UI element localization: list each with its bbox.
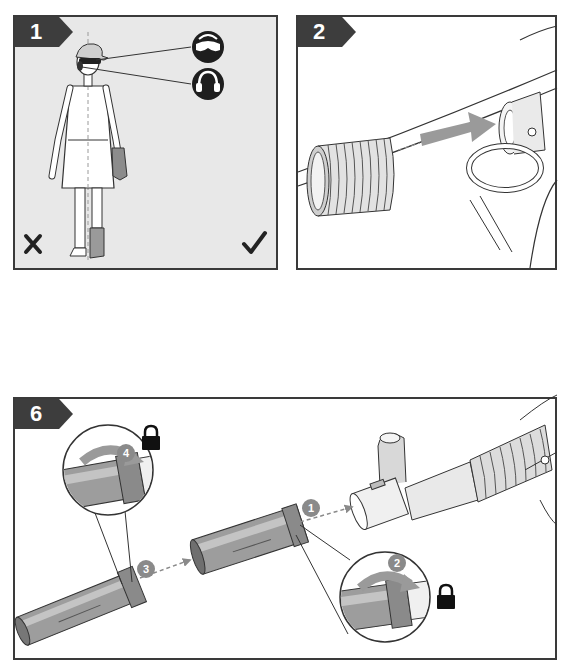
middle-tube (233, 540, 271, 552)
lock-icon (142, 436, 160, 450)
hose-fitting (528, 128, 536, 136)
callout-circle-outline (302, 499, 320, 517)
safety-figure (196, 83, 202, 92)
hose-fitting (344, 143, 347, 213)
callout-circle: 2 (388, 554, 406, 572)
blower-handle (378, 434, 406, 486)
blower-handle (541, 456, 549, 464)
blower-handle (530, 434, 536, 477)
safety-figure (214, 83, 220, 92)
safety-figure (92, 188, 102, 228)
callout-circle-outline (388, 554, 406, 572)
hose-fitting (311, 152, 325, 210)
safety-figure (77, 61, 83, 71)
safety-figure (112, 148, 127, 180)
callout-number: 3 (137, 560, 155, 578)
blower-handle (500, 447, 506, 490)
hose-fitting (336, 144, 339, 214)
blower-handle (480, 456, 486, 498)
lock-icon (437, 595, 455, 609)
blower-handle (510, 443, 516, 486)
callout-circle: 3 (137, 560, 155, 578)
callout-circle-outline (137, 560, 155, 578)
safety-figure (90, 228, 104, 258)
blower-handle (540, 429, 546, 472)
safety-figure (84, 74, 92, 86)
detail-magnifier (400, 574, 420, 592)
callout-circle: 1 (302, 499, 320, 517)
hose-fitting (360, 141, 363, 212)
safety-figure (196, 41, 220, 51)
safety-figure (68, 140, 108, 141)
safety-figure (199, 72, 217, 86)
blower-handle (520, 438, 526, 481)
safety-figure (88, 86, 89, 188)
safety-figure (192, 68, 224, 100)
callout-number: 2 (388, 554, 406, 572)
blower-handle (490, 452, 496, 494)
safety-figure (192, 31, 224, 63)
callout-circle: 4 (117, 444, 135, 462)
step-number: 2 (298, 17, 356, 47)
step-number: 1 (15, 17, 73, 47)
hose-fitting (352, 142, 355, 213)
hose-fitting (328, 139, 387, 215)
blower-handle (380, 433, 400, 443)
callout-number: 4 (117, 444, 135, 462)
callout-circle-outline (117, 444, 135, 462)
safety-figure (75, 188, 85, 248)
callout-number: 1 (302, 499, 320, 517)
hose-fitting (376, 139, 379, 211)
hose-fitting (307, 146, 329, 216)
hose-fitting (384, 139, 387, 210)
safety-figure (199, 35, 217, 39)
step-number: 6 (15, 399, 73, 429)
hose-fitting (368, 140, 371, 211)
